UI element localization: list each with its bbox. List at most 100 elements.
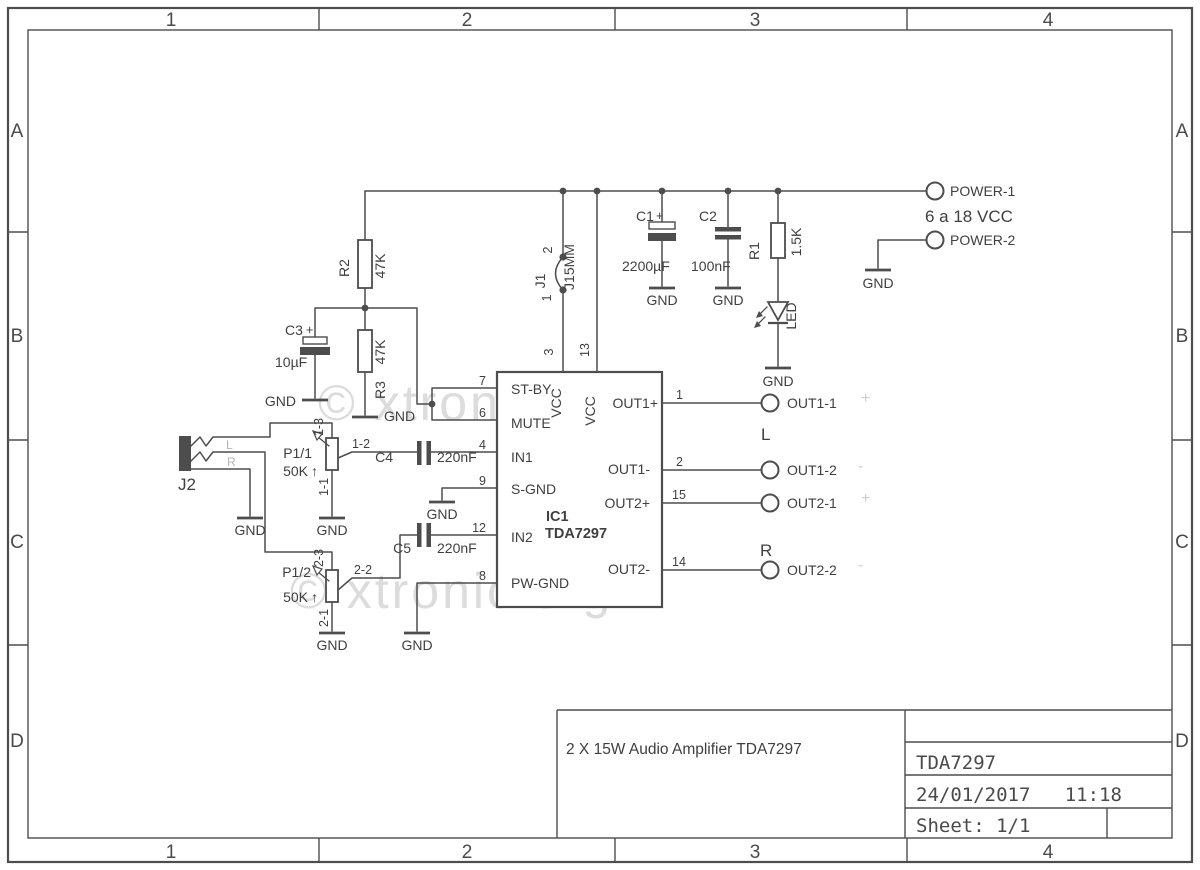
ic-pin-name: OUT2+ — [604, 495, 650, 511]
p11-value: 50K — [283, 463, 309, 479]
resistor-body — [770, 222, 786, 259]
r2-value: 47K — [372, 253, 388, 279]
cap-plate — [715, 227, 741, 232]
frame-col-label: 4 — [1043, 842, 1054, 863]
frame-col-label: 4 — [1043, 10, 1054, 31]
gnd-symbols: GND GND GND GND GND GND GND GND GND GND … — [234, 268, 894, 653]
polarity-minus-mark: - — [858, 458, 863, 475]
j1-ref: J1 — [532, 273, 548, 288]
p11-pin-bottom: 1-1 — [317, 478, 331, 496]
gnd-label: GND — [426, 506, 457, 522]
ic-pin-number: 1 — [676, 388, 683, 402]
frame-dividers — [8, 8, 1192, 862]
cap-plate — [302, 336, 328, 345]
component-ic1: ST-BY MUTE IN1 S-GND IN2 PW-GND VCC VCC … — [472, 343, 686, 609]
junction-dot — [774, 187, 782, 195]
power2-terminal — [925, 230, 945, 250]
c1-value: 2200µF — [622, 258, 670, 274]
pot-body — [325, 569, 339, 603]
gnd-label: GND — [712, 292, 743, 308]
channel-left-label: L — [761, 425, 770, 444]
p11-pin-top: 1-3 — [312, 418, 326, 436]
gnd-label: GND — [265, 393, 296, 409]
gnd-label: GND — [401, 637, 432, 653]
junction-dot — [361, 304, 369, 312]
ic-pin-number: 13 — [578, 343, 592, 357]
ic-pin-name: MUTE — [511, 415, 551, 431]
pot-wiper-arrowhead — [311, 430, 324, 442]
frame-col-label: 3 — [750, 10, 761, 31]
c5-value: 220nF — [437, 540, 477, 556]
junction-dot — [428, 400, 436, 408]
frame-row-label: A — [11, 121, 24, 142]
sheet-title: 2 X 15W Audio Amplifier TDA7297 — [566, 741, 802, 758]
polarity-plus-mark: + — [861, 390, 870, 407]
ic-pin-name: IN1 — [511, 449, 533, 465]
gnd-label: GND — [384, 408, 415, 424]
frame-row-label: A — [1176, 121, 1189, 142]
ic-pin-name: ST-BY — [511, 381, 552, 397]
voltage-range-label: 6 a 18 VCC — [925, 207, 1013, 226]
p12-pin-bottom: 2-1 — [317, 609, 331, 627]
input-l-wire — [190, 422, 333, 447]
frame: 1 2 3 4 1 2 3 4 A B C D A B C D — [6, 6, 1194, 864]
j1-pin2: 2 — [541, 246, 555, 253]
title-block-lines — [556, 709, 1172, 838]
out2-2-label: OUT2-2 — [787, 562, 837, 578]
pot-wiper-line — [317, 436, 330, 447]
frame-row-label: B — [11, 326, 24, 347]
p12-value: 50K — [283, 589, 309, 605]
input-r-wire — [190, 451, 333, 571]
r3-ref: R3 — [372, 381, 388, 399]
p11-ref: P1/1 — [283, 445, 312, 461]
c4-value: 220nF — [437, 449, 477, 465]
gnd-label: GND — [762, 373, 793, 389]
ic-part: TDA7297 — [545, 526, 607, 542]
ic-pin-name: OUT1- — [608, 461, 650, 477]
frame-col-label: 3 — [750, 842, 761, 863]
component-j1: 2 1 J1 J15MM — [532, 244, 577, 301]
jumper-pin — [559, 253, 567, 261]
cap-plate — [300, 347, 330, 355]
out2-1-terminal — [760, 493, 780, 513]
polarity-plus-mark: + — [861, 490, 870, 507]
out1-2-label: OUT1-2 — [787, 462, 837, 478]
jack-right-channel-label: R — [227, 455, 236, 469]
component-c1: C1 + 2200µF — [622, 208, 676, 274]
component-r3: 47K R3 — [357, 329, 388, 399]
gnd-label: GND — [316, 522, 347, 538]
ic-pin-number: 12 — [472, 521, 486, 535]
ic-pin-name-vcc: VCC — [548, 388, 564, 418]
r1-value: 1.5K — [788, 227, 804, 256]
sgnd-wire — [441, 487, 498, 501]
jack-body — [179, 436, 191, 471]
power1-terminal — [925, 181, 945, 201]
j1-value: J15MM — [561, 244, 577, 290]
jack-gnd-wire — [190, 468, 251, 517]
ic-body — [495, 370, 664, 609]
r2-ref: R2 — [336, 259, 352, 277]
pot-wiper-arrowhead — [311, 565, 324, 577]
pot-body — [325, 437, 339, 471]
ic-pin-number: 2 — [676, 455, 683, 469]
out1-1-terminal — [760, 393, 780, 413]
p11-pin-wiper: 1-2 — [352, 437, 370, 451]
component-c5: C5 220nF — [393, 523, 477, 556]
wires — [190, 187, 927, 632]
led-triangle — [766, 301, 790, 322]
c3-wires — [314, 307, 366, 399]
frame-col-label: 2 — [462, 10, 473, 31]
power1-label: POWER-1 — [950, 183, 1016, 199]
j1-pin1: 1 — [540, 294, 554, 301]
junction-dot — [593, 187, 601, 195]
title-block-doc: TDA7297 — [916, 752, 996, 774]
ic-pin-name: PW-GND — [511, 575, 569, 591]
out2-1-label: OUT2-1 — [787, 495, 837, 511]
cap-plate — [417, 441, 422, 465]
p12-pin-wiper: 2-2 — [354, 563, 372, 577]
channel-right-label: R — [760, 541, 772, 560]
component-r2: R2 47K — [336, 239, 388, 289]
ic-pin-number: 6 — [479, 406, 486, 420]
p12-arrow: ↑ — [311, 589, 318, 605]
